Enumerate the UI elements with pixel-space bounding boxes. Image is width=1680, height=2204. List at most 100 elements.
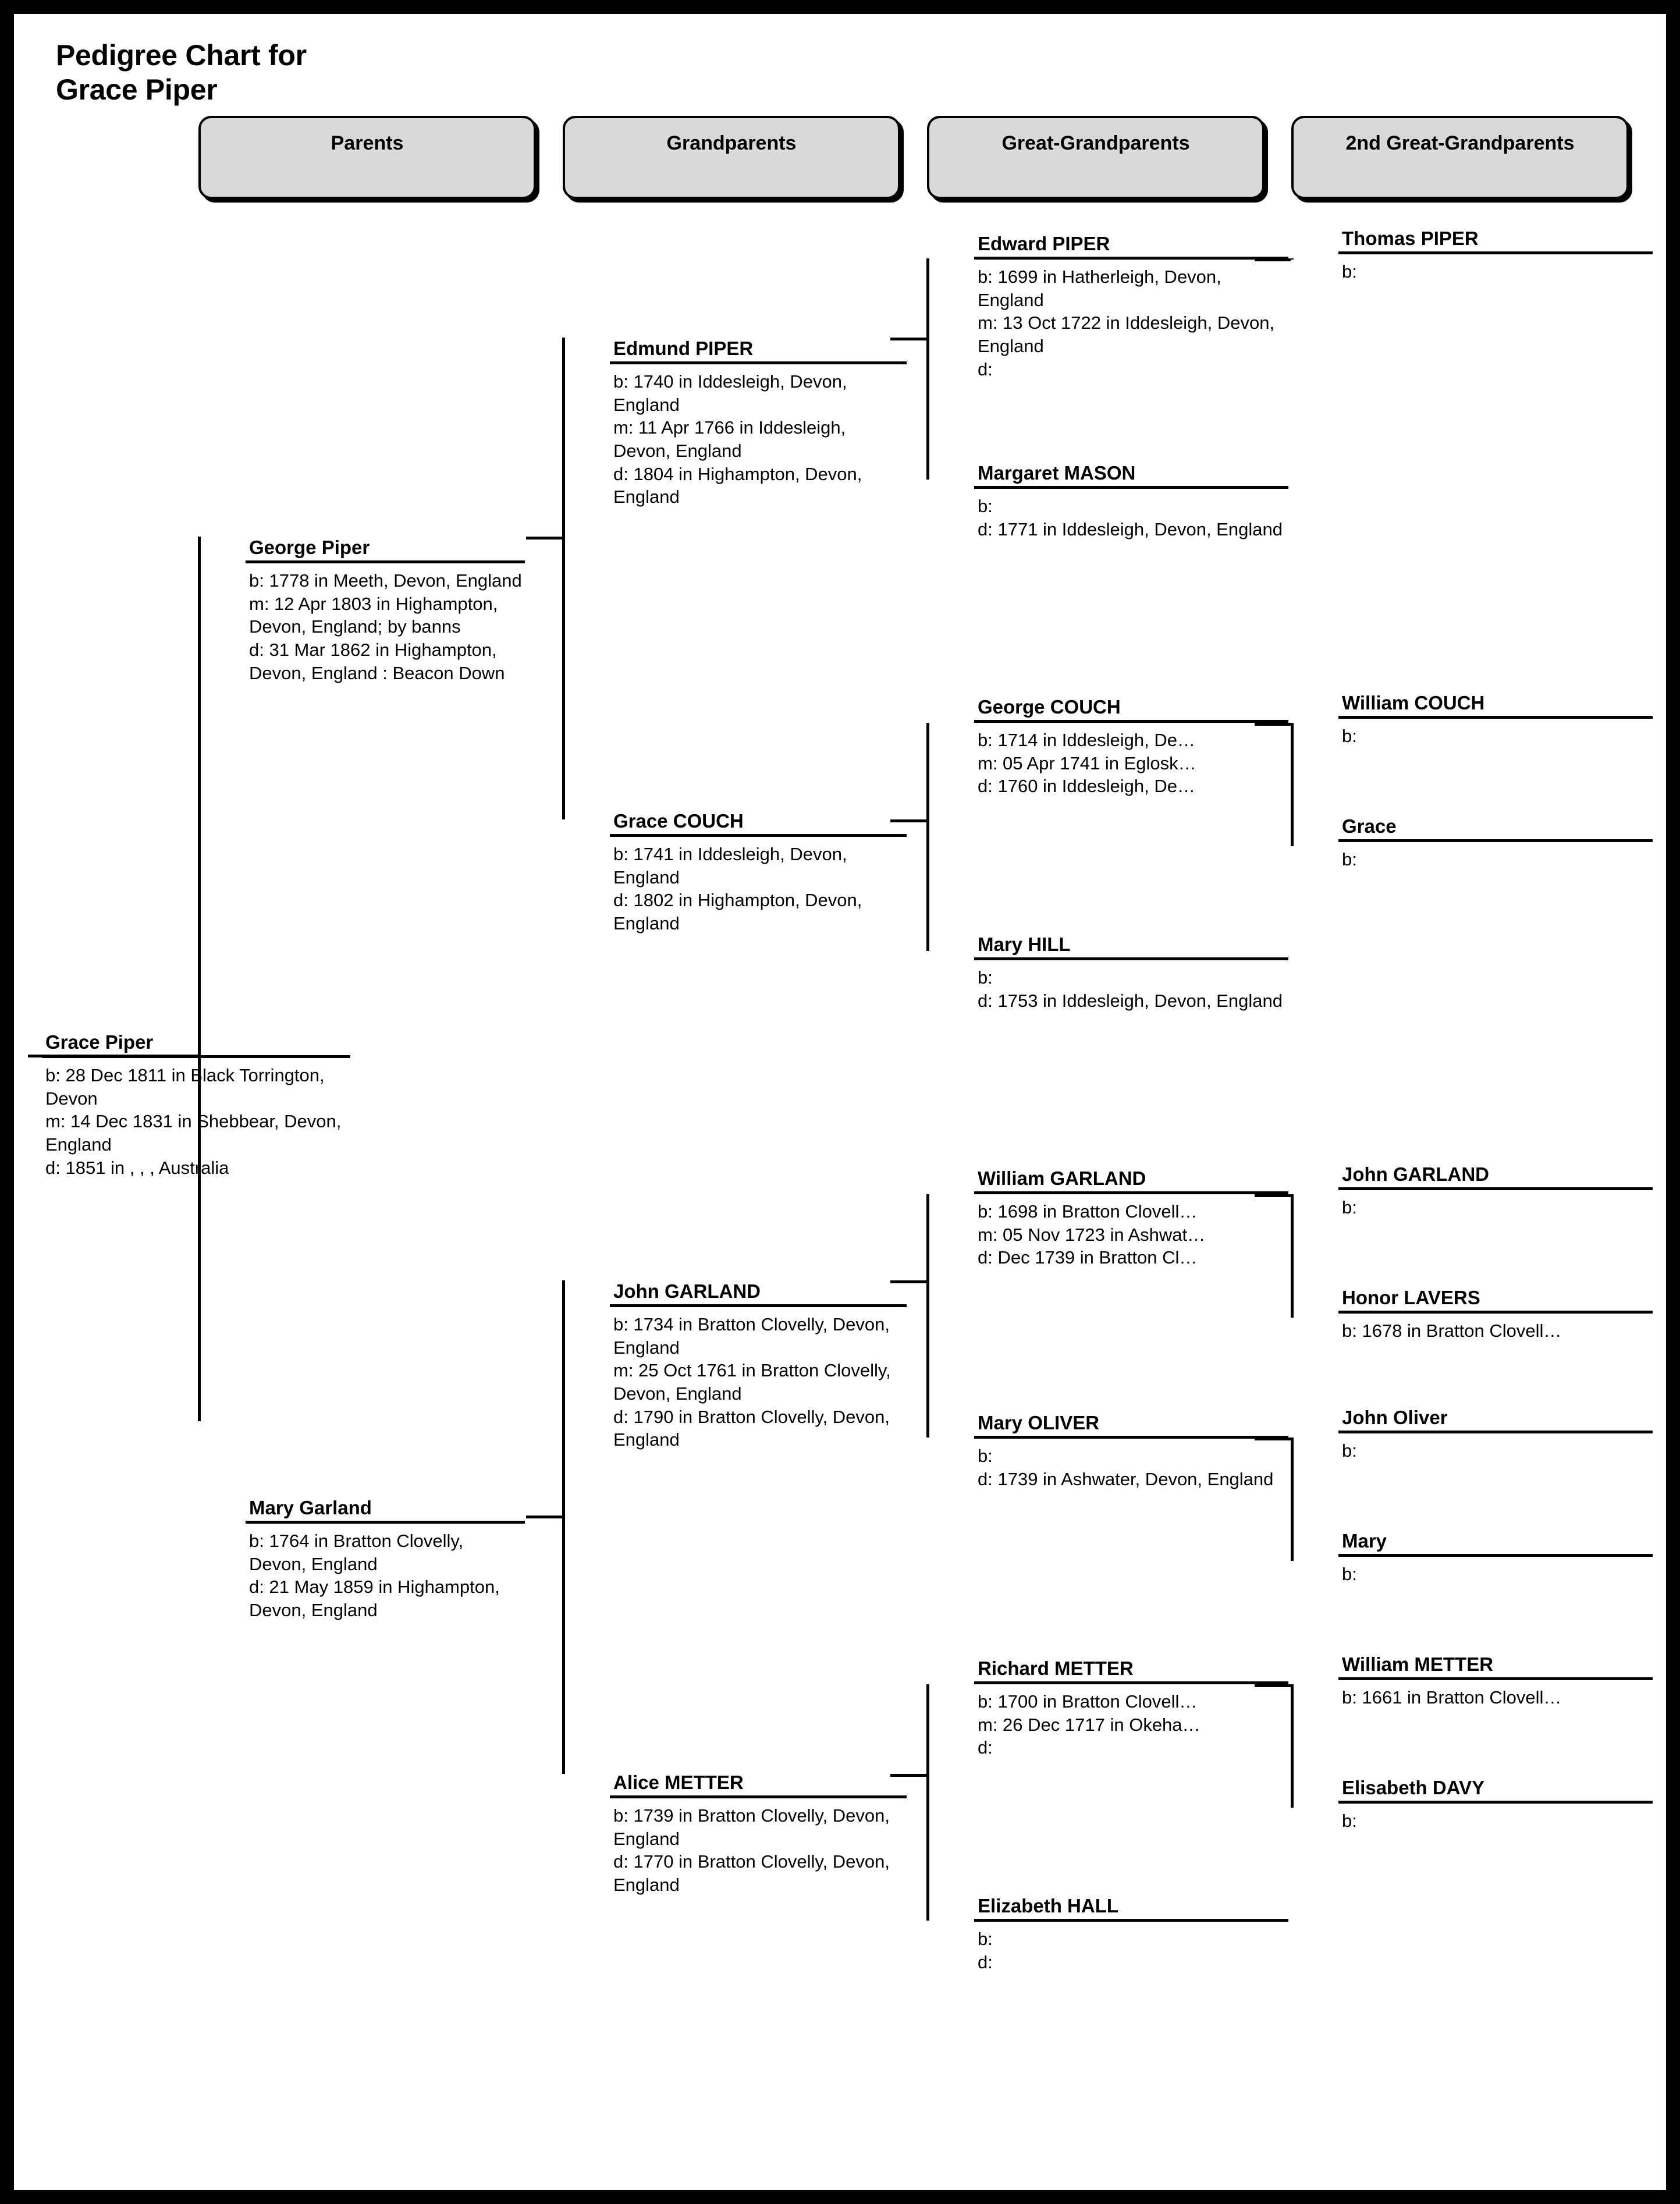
birth-line: b: 28 Dec 1811 in Black Torrington, Devo…	[45, 1064, 330, 1109]
person-name: Honor LAVERS	[1342, 1287, 1480, 1308]
person-card-thomas-piper[interactable]: Thomas PIPER b:	[1338, 228, 1653, 283]
birth-line: b:	[1342, 1810, 1357, 1831]
person-card-grace-couch[interactable]: Grace COUCH b: 1741 in Iddesleigh, Devon…	[610, 810, 907, 935]
connector-piper-spine	[562, 338, 565, 819]
person-name: John Oliver	[1342, 1407, 1448, 1428]
death-line: d: 1770 in Bratton Clovelly, Devon, Engl…	[613, 1851, 895, 1895]
birth-line: b:	[1342, 1563, 1357, 1584]
death-line: d: 1802 in Highampton, Devon, England	[613, 890, 868, 934]
name-underline	[974, 256, 1288, 260]
person-details: b:	[1338, 1433, 1653, 1463]
name-underline	[1338, 1430, 1653, 1433]
birth-line: b: 1661 in Bratton Clovell…	[1342, 1687, 1562, 1708]
person-card-john-garland-gp[interactable]: John GARLAND b: 1734 in Bratton Clovelly…	[610, 1280, 907, 1451]
person-card-richard-metter[interactable]: Richard METTER b: 1700 in Bratton Clovel…	[974, 1658, 1288, 1759]
person-card-mary-2ggp[interactable]: Mary b:	[1338, 1530, 1653, 1586]
person-card-william-garland[interactable]: William GARLAND b: 1698 in Bratton Clove…	[974, 1167, 1288, 1269]
death-line: d: Dec 1739 in Bratton Cl…	[978, 1247, 1198, 1268]
person-name: Mary Garland	[249, 1497, 372, 1518]
person-card-elisabeth-davy[interactable]: Elisabeth DAVY b:	[1338, 1777, 1653, 1833]
birth-line: b: 1764 in Bratton Clovelly, Devon, Engl…	[249, 1530, 468, 1574]
column-header-great-grandparents[interactable]: Great-Grandparents	[927, 116, 1265, 199]
birth-line: b:	[978, 1445, 993, 1466]
person-card-grace-piper-root[interactable]: Grace Piper b: 28 Dec 1811 in Black Torr…	[42, 1031, 350, 1179]
person-card-george-couch[interactable]: George COUCH b: 1714 in Iddesleigh, De… …	[974, 696, 1288, 798]
death-line: d: 21 May 1859 in Highampton, Devon, Eng…	[249, 1577, 505, 1620]
birth-line: b: 1739 in Bratton Clovelly, Devon, Engl…	[613, 1805, 895, 1849]
person-card-grace-2ggp[interactable]: Grace b:	[1338, 815, 1653, 871]
person-details: b:	[1338, 1190, 1653, 1219]
marriage-line: m: 25 Oct 1761 in Bratton Clovelly, Devo…	[613, 1360, 896, 1404]
connector-edwardpiper-stub	[1255, 258, 1291, 261]
connector-gracecouch-stub	[890, 819, 926, 822]
name-underline	[974, 1918, 1288, 1922]
death-line: d:	[978, 1951, 993, 1972]
connector-edwardpiper-spine	[1291, 258, 1294, 260]
connector-alicemetter-stub	[890, 1774, 926, 1777]
birth-line: b: 1778 in Meeth, Devon, England	[249, 570, 522, 591]
person-card-mary-garland[interactable]: Mary Garland b: 1764 in Bratton Clovelly…	[246, 1497, 525, 1622]
person-card-edward-piper[interactable]: Edward PIPER b: 1699 in Hatherleigh, Dev…	[974, 233, 1288, 381]
person-card-honor-lavers[interactable]: Honor LAVERS b: 1678 in Bratton Clovell…	[1338, 1287, 1653, 1343]
name-underline	[974, 1681, 1288, 1684]
column-header-grandparents[interactable]: Grandparents	[563, 116, 900, 199]
connector-garland-spine	[562, 1280, 565, 1774]
name-underline	[246, 560, 525, 563]
death-line: d: 1804 in Highampton, Devon, England	[613, 463, 868, 507]
person-card-mary-oliver[interactable]: Mary OLIVER b: d: 1739 in Ashwater, Devo…	[974, 1412, 1288, 1490]
connector-johngarland-spine	[926, 1194, 929, 1438]
death-line: d: 1771 in Iddesleigh, Devon, England	[978, 519, 1283, 540]
person-details: b: d: 1753 in Iddesleigh, Devon, England	[974, 960, 1288, 1012]
name-underline	[974, 1191, 1288, 1194]
column-header-great-grandparents-label: Great-Grandparents	[1001, 132, 1190, 154]
person-card-alice-metter[interactable]: Alice METTER b: 1739 in Bratton Clovelly…	[610, 1772, 907, 1897]
person-name: William GARLAND	[978, 1167, 1146, 1189]
name-underline	[1338, 1187, 1653, 1190]
person-card-william-couch[interactable]: William COUCH b:	[1338, 692, 1653, 748]
connector-williamgarland-stub	[1255, 1194, 1291, 1197]
name-underline	[610, 833, 907, 837]
person-details: b:	[1338, 842, 1653, 871]
birth-line: b:	[1342, 1440, 1357, 1461]
birth-line: b:	[1342, 849, 1357, 869]
connector-georgecouch-stub	[1255, 723, 1291, 726]
person-name: Edward PIPER	[978, 233, 1110, 254]
person-details: b: d: 1739 in Ashwater, Devon, England	[974, 1439, 1288, 1490]
page-title: Pedigree Chart for Grace Piper	[56, 38, 580, 107]
person-name: Mary	[1342, 1530, 1387, 1552]
title-line-2: Grace Piper	[56, 73, 218, 106]
column-header-2nd-great-grandparents[interactable]: 2nd Great-Grandparents	[1291, 116, 1629, 199]
person-details: b: 1714 in Iddesleigh, De… m: 05 Apr 174…	[974, 723, 1288, 798]
person-name: Mary OLIVER	[978, 1412, 1100, 1433]
person-card-john-garland-2ggp[interactable]: John GARLAND b:	[1338, 1163, 1653, 1219]
person-details: b: 1678 in Bratton Clovell…	[1338, 1314, 1653, 1343]
person-card-margaret-mason[interactable]: Margaret MASON b: d: 1771 in Iddesleigh,…	[974, 462, 1288, 541]
person-details: b: 1741 in Iddesleigh, Devon, England d:…	[610, 837, 907, 935]
person-details: b: 1778 in Meeth, Devon, England m: 12 A…	[246, 563, 525, 684]
column-header-parents-label: Parents	[331, 132, 404, 154]
connector-richardmetter-spine	[1291, 1684, 1294, 1808]
marriage-line: m: 14 Dec 1831 in Shebbear, Devon, Engla…	[45, 1111, 347, 1155]
person-name: Richard METTER	[978, 1658, 1134, 1679]
death-line: d:	[978, 1737, 993, 1758]
death-line: d: 31 Mar 1862 in Highampton, Devon, Eng…	[249, 639, 505, 683]
person-card-edmund-piper[interactable]: Edmund PIPER b: 1740 in Iddesleigh, Devo…	[610, 338, 907, 509]
person-card-elizabeth-hall[interactable]: Elizabeth HALL b: d:	[974, 1895, 1288, 1974]
person-card-george-piper[interactable]: George Piper b: 1778 in Meeth, Devon, En…	[246, 537, 525, 684]
name-underline	[974, 719, 1288, 723]
person-name: Mary HILL	[978, 934, 1071, 955]
person-name: Grace COUCH	[613, 810, 744, 832]
connector-alicemetter-spine	[926, 1684, 929, 1921]
birth-line: b: 1740 in Iddesleigh, Devon, England	[613, 371, 853, 415]
connector-gracecouch-spine	[926, 723, 929, 951]
person-details: b: 1699 in Hatherleigh, Devon, England m…	[974, 260, 1288, 381]
person-card-john-oliver[interactable]: John Oliver b:	[1338, 1407, 1653, 1463]
person-card-william-metter[interactable]: William METTER b: 1661 in Bratton Clovel…	[1338, 1653, 1653, 1709]
column-header-parents[interactable]: Parents	[198, 116, 536, 199]
name-underline	[1338, 1677, 1653, 1680]
person-card-mary-hill[interactable]: Mary HILL b: d: 1753 in Iddesleigh, Devo…	[974, 934, 1288, 1012]
connector-williamgarland-spine	[1291, 1194, 1294, 1318]
person-details: b:	[1338, 1557, 1653, 1586]
death-line: d: 1851 in , , , Australia	[45, 1157, 229, 1178]
